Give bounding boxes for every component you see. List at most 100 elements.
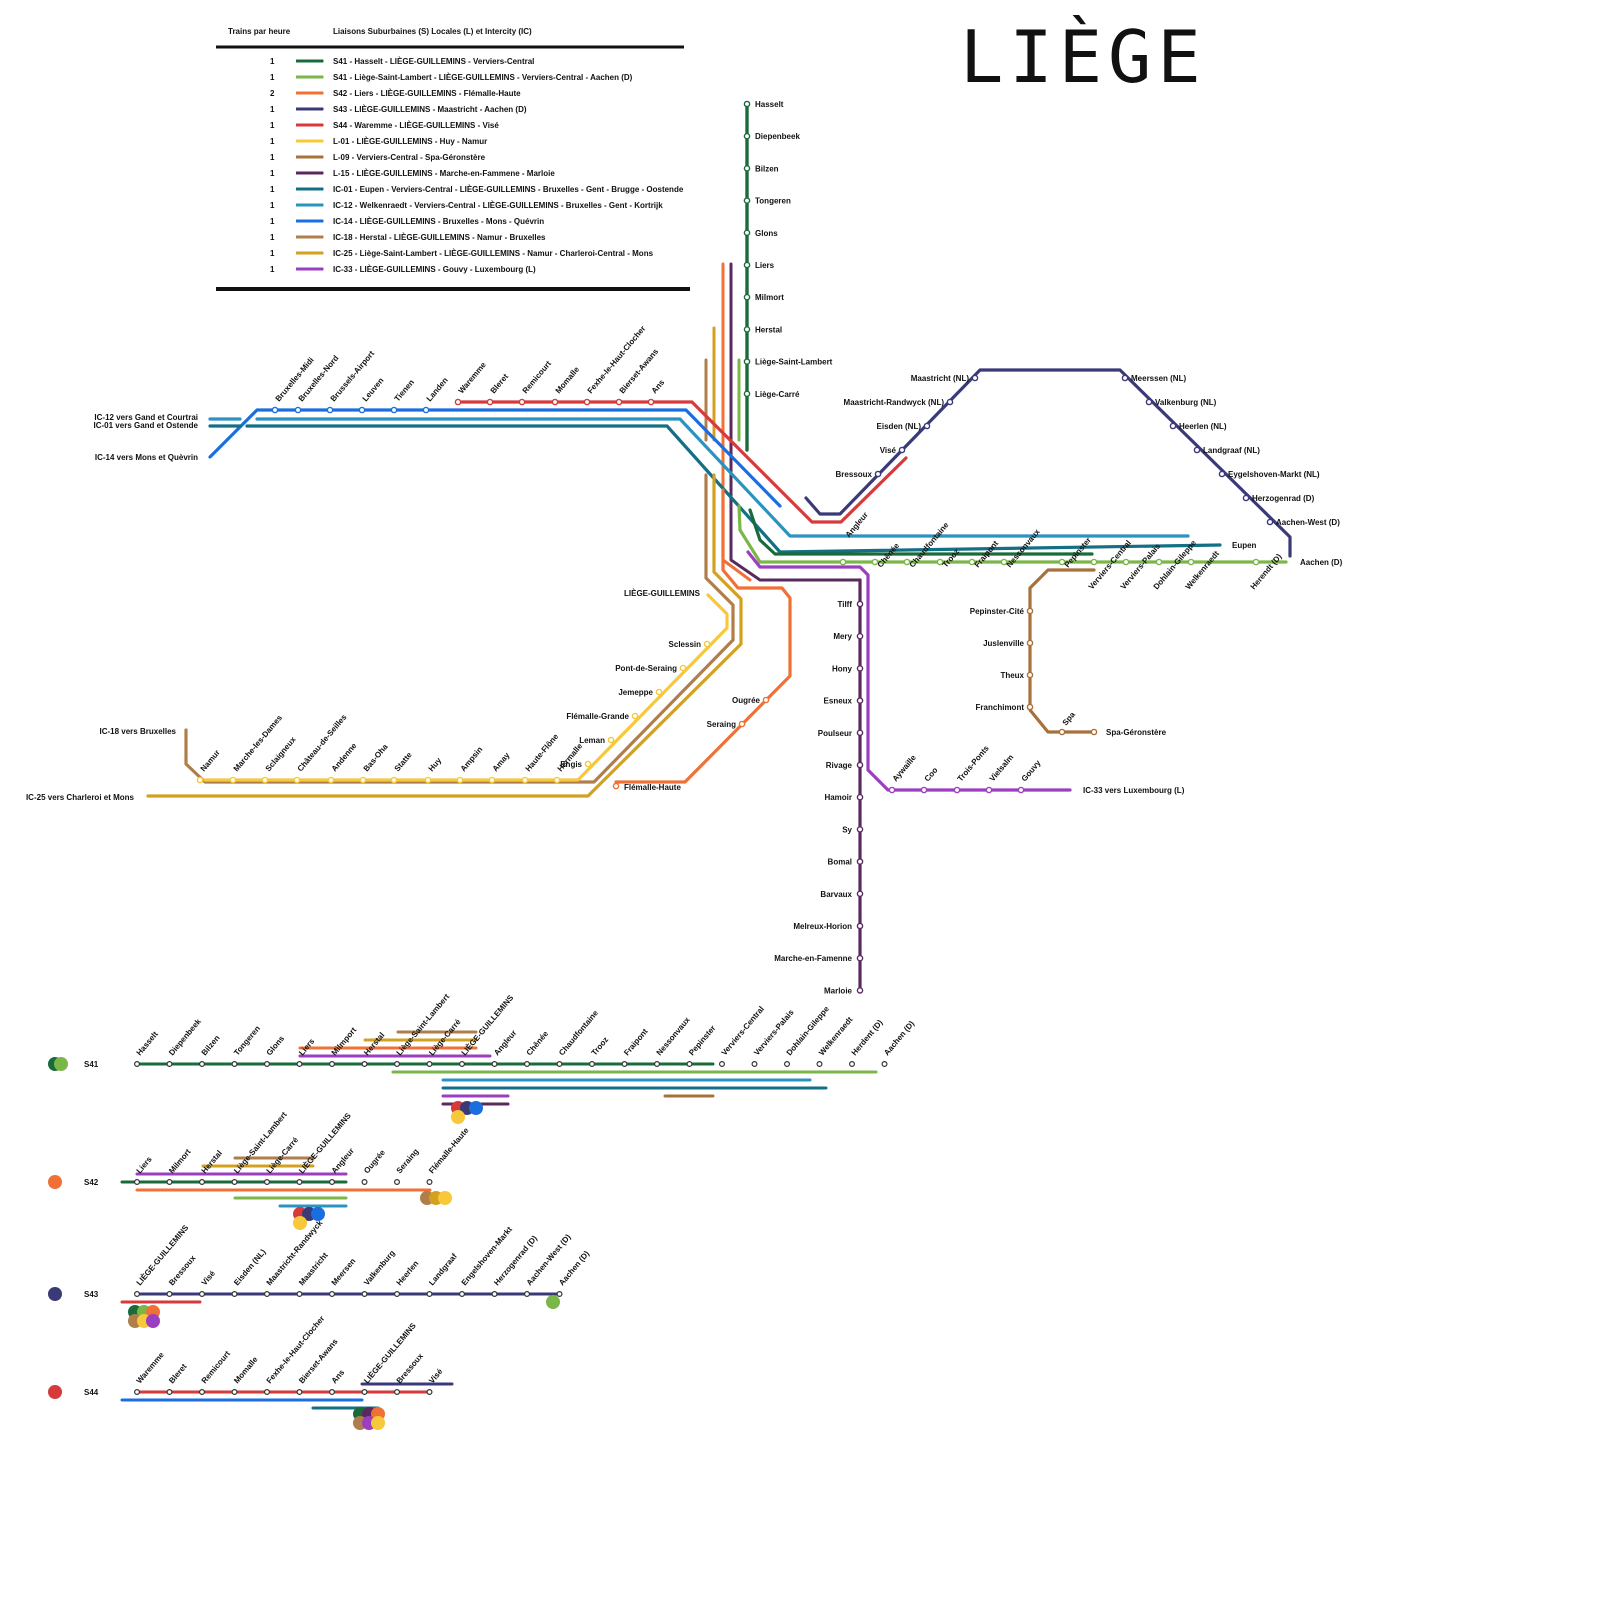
service-station	[459, 1290, 466, 1297]
station-label: Marche-en-Famenne	[774, 954, 852, 963]
station-marker	[936, 558, 944, 566]
station-marker	[1252, 558, 1260, 566]
station-marker	[888, 786, 896, 794]
service-station	[199, 1178, 206, 1185]
service-station	[426, 1290, 433, 1297]
station-label: Bomal	[828, 858, 852, 867]
station-label: Namur	[199, 748, 222, 773]
station-marker	[1090, 728, 1098, 736]
station-marker	[920, 786, 928, 794]
service-station	[556, 1060, 563, 1067]
legend-line-label: L-15 - LIÈGE-GUILLEMINS - Marche-en-Famm…	[333, 169, 555, 178]
station-marker	[271, 406, 279, 414]
service-station	[361, 1178, 368, 1185]
legend-frequency: 1	[270, 121, 275, 130]
service-station-label: Seraing	[395, 1147, 421, 1175]
legend-frequency: 1	[270, 201, 275, 210]
station-label: Hamoir	[824, 793, 852, 802]
terminal-label: Eupen	[1232, 541, 1257, 550]
station-marker	[1145, 398, 1153, 406]
station-marker	[1218, 470, 1226, 478]
map-title: LIÈGE	[960, 15, 1201, 99]
station-label: Landen	[425, 376, 450, 404]
station-marker	[946, 398, 954, 406]
legend-frequency: 1	[270, 185, 275, 194]
station-marker	[1026, 671, 1034, 679]
station-label: Huy	[427, 756, 444, 774]
station-marker	[898, 446, 906, 454]
legend-frequency: 1	[270, 217, 275, 226]
station-marker	[743, 100, 751, 108]
service-station	[231, 1290, 238, 1297]
station-marker	[679, 664, 687, 672]
service-station-label: Glons	[265, 1034, 287, 1058]
station-marker	[1187, 558, 1195, 566]
service-station-label: Meersen	[330, 1257, 358, 1288]
service-badge-label: S41	[84, 1060, 99, 1069]
station-label: Liège-Saint-Lambert	[755, 358, 833, 367]
line-l15-north	[729, 262, 862, 582]
station-marker	[743, 326, 751, 333]
legend-frequency: 1	[270, 169, 275, 178]
legend-line-label: S41 - Hasselt - LIÈGE-GUILLEMINS - Vervi…	[333, 57, 534, 66]
service-station-label: Waremme	[135, 1350, 167, 1385]
station-marker	[856, 890, 864, 898]
line-l09	[1028, 568, 1096, 734]
station-marker	[196, 776, 204, 784]
station-marker	[743, 358, 751, 365]
station-label: Glons	[755, 229, 778, 238]
station-label: Flémalle-Haute	[624, 783, 681, 792]
service-station-label: Bressoux	[167, 1253, 198, 1287]
legend-swatch-dot	[320, 171, 324, 175]
station-marker	[856, 954, 864, 962]
station-label: Diepenbeek	[755, 132, 800, 141]
station-marker	[856, 600, 864, 608]
station-marker	[1193, 446, 1201, 454]
legend-swatch-dot	[320, 59, 324, 63]
legend: Trains par heure Liaisons Suburbaines (S…	[216, 27, 690, 291]
service-station	[329, 1060, 336, 1067]
station-marker	[1242, 494, 1250, 502]
interchange-dot	[546, 1295, 560, 1309]
station-label: Spa-Géronstère	[1106, 728, 1167, 737]
service-station-label: Angleur	[330, 1146, 356, 1175]
service-station	[491, 1290, 498, 1297]
interchange-dot	[451, 1110, 465, 1124]
station-marker	[327, 776, 335, 784]
station-marker	[839, 558, 847, 566]
service-station-label: Milmport	[330, 1025, 359, 1057]
station-marker	[553, 776, 561, 784]
station-marker	[856, 665, 864, 672]
station-marker	[518, 398, 526, 406]
service-station	[686, 1060, 693, 1067]
service-station-label: Liers	[135, 1154, 155, 1175]
station-label: Flémalle-Grande	[566, 712, 629, 721]
station-label: Tilff	[837, 600, 852, 609]
station-marker	[703, 640, 711, 648]
station-marker	[856, 922, 864, 930]
service-station-label: Liège-Carré	[265, 1135, 301, 1175]
service-station	[134, 1060, 141, 1067]
station-label: Mery	[833, 632, 852, 641]
legend-swatch-dot	[320, 155, 324, 159]
service-station	[621, 1060, 628, 1067]
station-label: Melreux-Horion	[793, 922, 852, 931]
station-marker	[294, 406, 302, 414]
service-station	[231, 1060, 238, 1067]
service-station-label: Flémalle-Haute	[427, 1125, 471, 1175]
station-marker	[607, 736, 615, 744]
legend-line-label: IC-01 - Eupen - Verviers-Central - LIÈGE…	[333, 185, 684, 194]
legend-header-trains: Trains par heure	[228, 27, 291, 36]
station-marker	[1058, 728, 1066, 736]
service-station-label: Chênée	[525, 1029, 551, 1057]
service-station-label: Visé	[427, 1367, 445, 1386]
station-label: Marloie	[824, 986, 853, 995]
service-station	[264, 1290, 271, 1297]
service-station	[556, 1290, 563, 1297]
legend-swatch-dot	[320, 187, 324, 191]
station-label: Milmort	[755, 293, 784, 302]
legend-line-label: IC-14 - LIÈGE-GUILLEMINS - Bruxelles - M…	[333, 217, 544, 226]
service-station	[394, 1060, 401, 1067]
station-marker	[655, 688, 663, 696]
service-station	[653, 1060, 660, 1067]
